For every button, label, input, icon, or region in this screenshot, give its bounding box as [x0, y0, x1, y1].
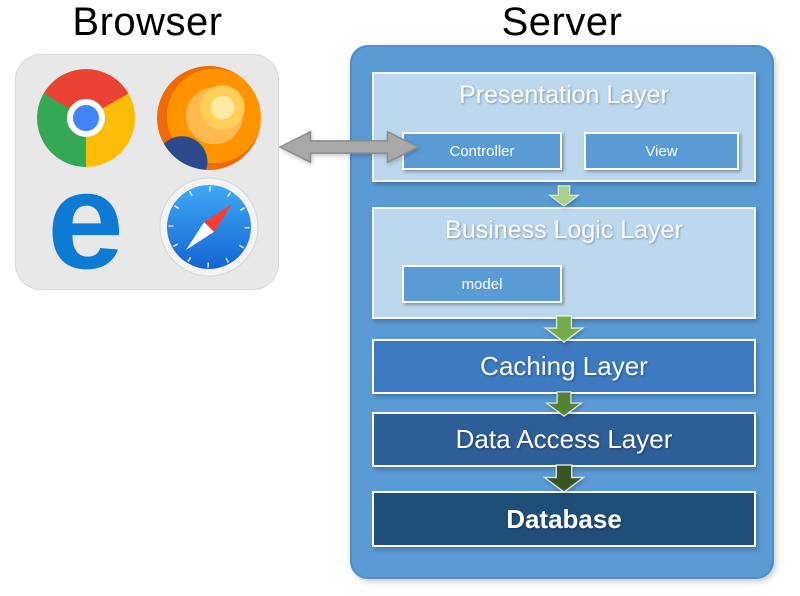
flow-arrow-caching-to-data-access [544, 391, 584, 417]
safari-icon [150, 174, 268, 280]
data-access-layer-title: Data Access Layer [455, 424, 673, 454]
data-access-layer: Data Access Layer [372, 412, 756, 467]
caching-layer-title: Caching Layer [480, 351, 648, 381]
chrome-logo [36, 68, 135, 167]
firefox-logo [156, 65, 261, 170]
controller-box: Controller [402, 132, 562, 170]
server-title: Server [501, 0, 623, 44]
model-label: model [461, 275, 503, 293]
down-arrow-shape [548, 185, 580, 207]
controller-label: Controller [449, 142, 515, 160]
browser-panel: e [15, 54, 279, 290]
database-layer-title: Database [506, 503, 622, 534]
compass-needle-red [203, 203, 232, 232]
flow-arrow-data-access-to-database [542, 464, 586, 493]
presentation-layer-title: Presentation Layer [459, 81, 669, 109]
database-layer: Database [372, 491, 756, 547]
client-server-arrow [278, 130, 420, 164]
chrome-icon [27, 65, 145, 171]
flow-arrow-business-to-caching [543, 315, 585, 343]
down-arrow-shape [542, 464, 586, 493]
view-box: View [584, 132, 739, 170]
down-arrow-shape [543, 315, 585, 343]
flow-arrow-presentation-to-business [548, 185, 580, 207]
presentation-layer: Presentation Layer Controller View [372, 72, 756, 182]
browser-title: Browser [72, 0, 223, 44]
edge-glyph: e [47, 143, 124, 298]
firefox-icon [150, 65, 268, 171]
business-logic-layer-title: Business Logic Layer [445, 216, 683, 244]
chrome-hub [66, 98, 105, 137]
business-logic-layer: Business Logic Layer model [372, 207, 756, 319]
safari-logo [159, 177, 258, 276]
caching-layer: Caching Layer [372, 339, 756, 394]
server-panel: Presentation Layer Controller View Busin… [350, 45, 774, 579]
model-box: model [402, 265, 562, 303]
edge-icon: e [27, 152, 145, 290]
view-label: View [645, 142, 678, 160]
compass-needle-white [185, 221, 214, 250]
down-arrow-shape [544, 391, 584, 417]
double-arrow-shape [278, 130, 420, 164]
